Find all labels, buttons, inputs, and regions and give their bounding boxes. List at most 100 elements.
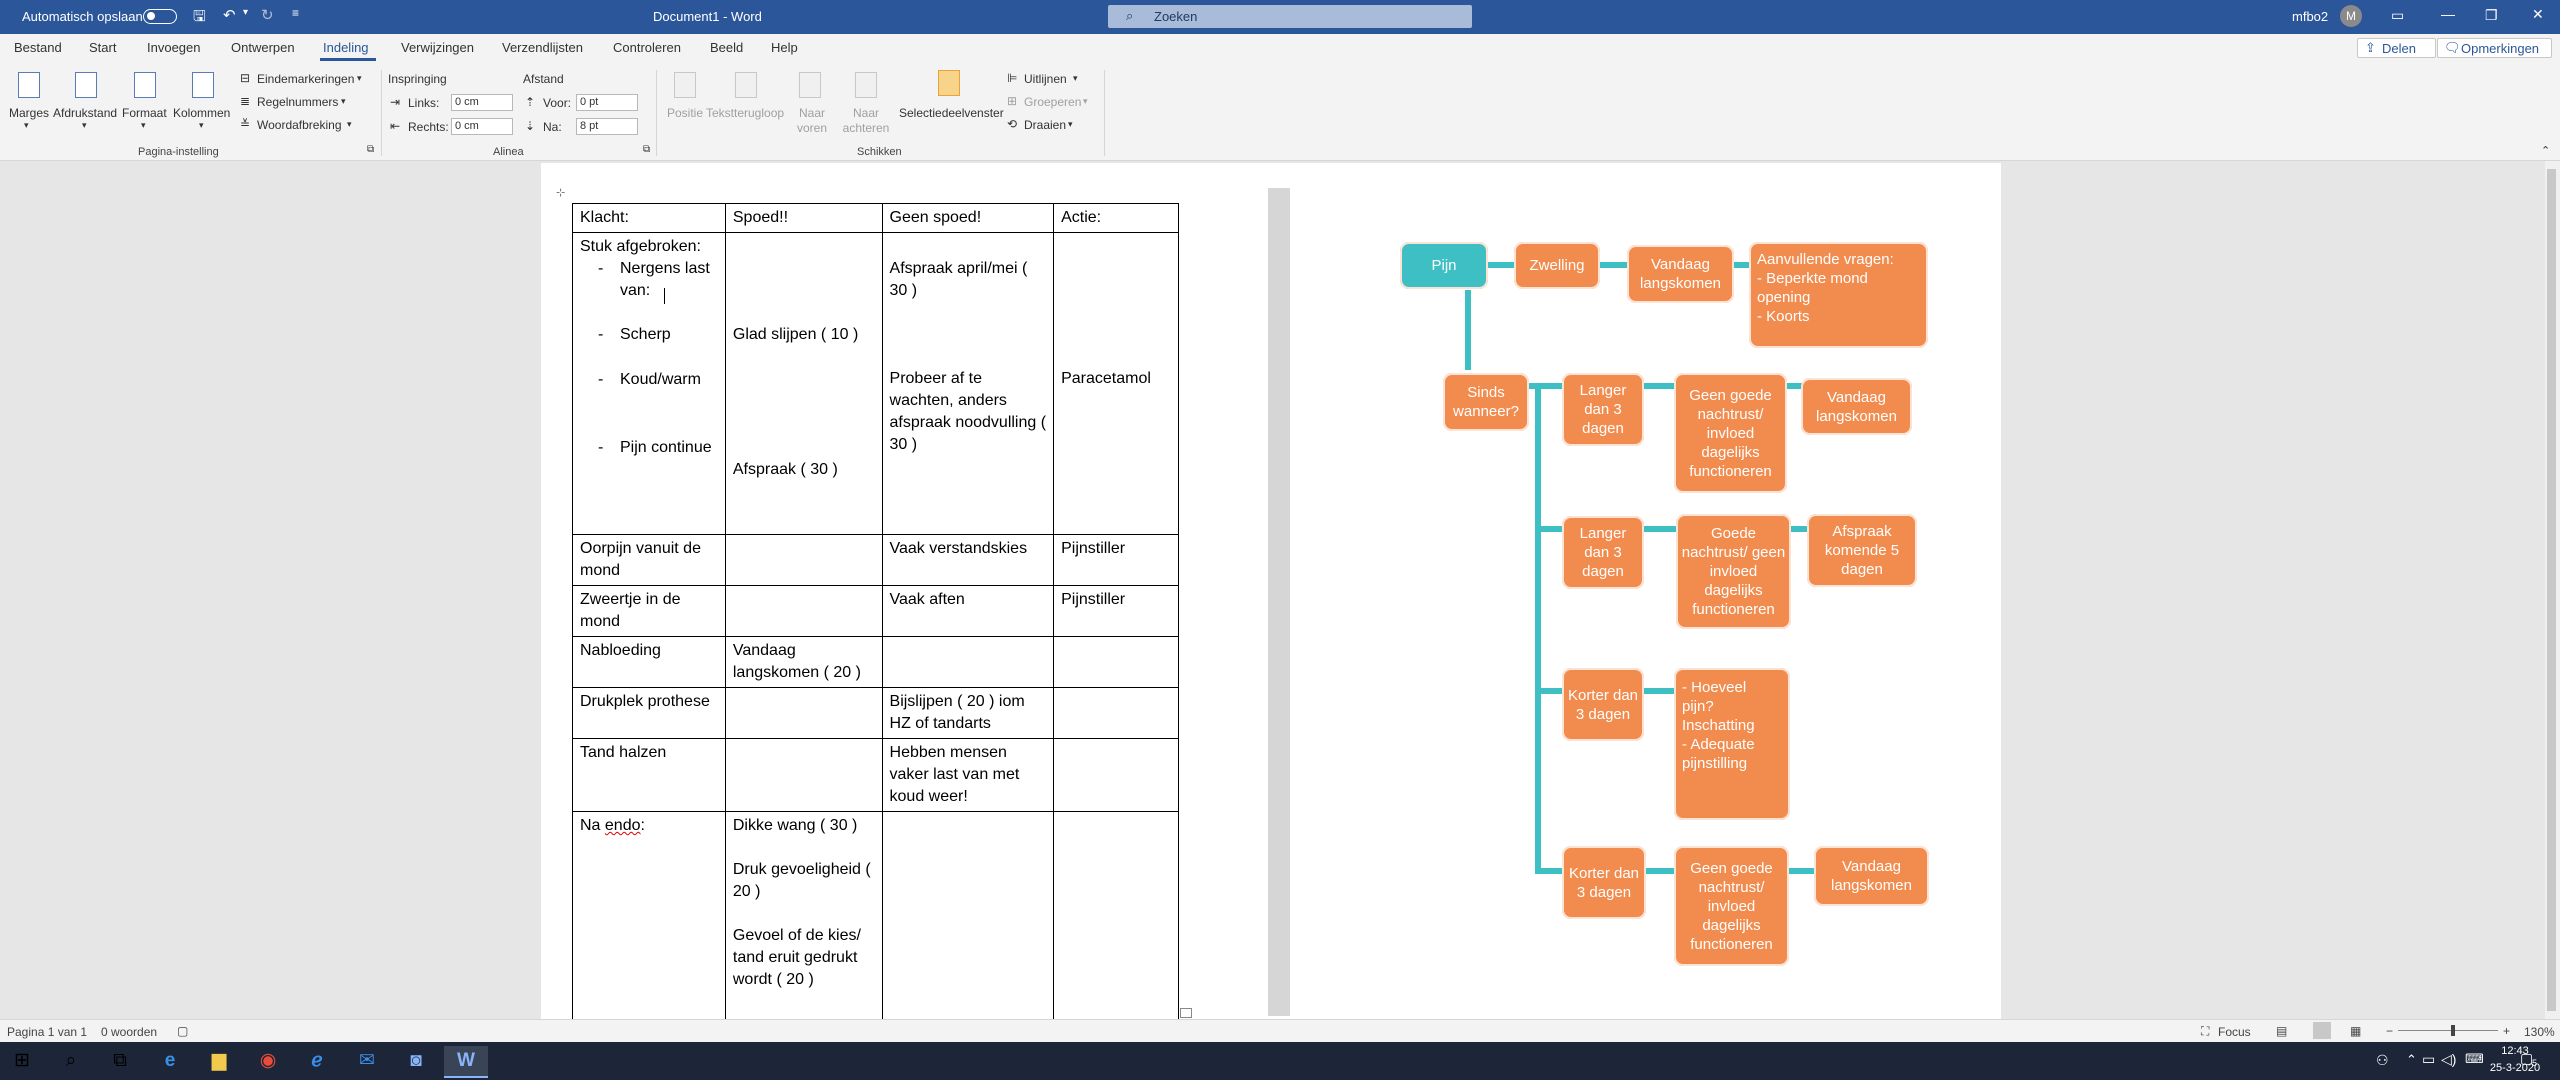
node-vandaag-langskomen[interactable]: Vandaag langskomen	[1801, 378, 1912, 435]
indent-left-input[interactable]: 0 cm	[451, 94, 513, 111]
spacing-before-input[interactable]: 0 pt	[576, 94, 638, 111]
tab-ontwerpen[interactable]: Ontwerpen	[231, 40, 295, 55]
close-icon[interactable]: ✕	[2532, 6, 2544, 22]
cell-geen-spoed[interactable]: Bijslijpen ( 20 ) iom HZ of tandarts	[881, 687, 1055, 739]
table-move-handle-icon[interactable]: ⊹	[556, 187, 566, 199]
search-box[interactable]: ⌕ Zoeken	[1108, 5, 1472, 28]
node-hoeveel-pijn[interactable]: - Hoeveel pijn? Inschatting - Adequate p…	[1674, 668, 1790, 820]
edge-icon[interactable]: e	[164, 1050, 176, 1071]
zoom-out-icon[interactable]: −	[2386, 1024, 2394, 1038]
minimize-icon[interactable]: —	[2441, 6, 2455, 22]
vertical-scrollbar[interactable]	[2545, 161, 2560, 1019]
header-geen-spoed[interactable]: Geen spoed!	[881, 203, 1055, 233]
size-icon[interactable]	[134, 72, 156, 98]
tab-invoegen[interactable]: Invoegen	[147, 40, 201, 55]
clock-time[interactable]: 12:43	[2501, 1045, 2529, 1057]
spacing-after-input[interactable]: 8 pt	[576, 118, 638, 135]
cell-klacht[interactable]: Oorpijn vanuit de mond	[572, 534, 726, 586]
align-button[interactable]: Uitlijnen	[1024, 72, 1067, 86]
ribbon-display-icon[interactable]: ▭	[2391, 7, 2405, 23]
word-count[interactable]: 0 woorden	[101, 1025, 158, 1039]
cell-klacht[interactable]: Zweertje in de mond	[572, 585, 726, 637]
cell-actie[interactable]: Pijnstiller	[1053, 534, 1179, 586]
node-aanvullende-vragen[interactable]: Aanvullende vragen: - Beperkte mond open…	[1749, 242, 1928, 348]
tab-help[interactable]: Help	[771, 40, 798, 55]
web-layout-icon[interactable]: ▦	[2350, 1024, 2362, 1038]
tab-verwijzingen[interactable]: Verwijzingen	[401, 40, 474, 55]
tab-bestand[interactable]: Bestand	[14, 40, 62, 55]
node-vandaag-langskomen[interactable]: Vandaag langskomen	[1627, 245, 1734, 303]
tab-indeling[interactable]: Indeling	[323, 40, 369, 55]
cell-actie[interactable]	[1053, 811, 1179, 1040]
selection-pane-icon[interactable]	[938, 70, 960, 96]
tab-start[interactable]: Start	[89, 40, 117, 55]
undo-dropdown-icon[interactable]: ▾	[243, 7, 249, 18]
cell-spoed[interactable]	[724, 585, 883, 637]
rotate-button[interactable]: Draaien	[1024, 118, 1067, 132]
cell-spoed[interactable]: Vandaag langskomen ( 20 )	[724, 636, 883, 688]
restore-icon[interactable]: ❐	[2485, 7, 2498, 23]
table-resize-handle[interactable]	[1180, 1008, 1192, 1018]
cell-actie[interactable]	[1053, 738, 1179, 812]
file-explorer-icon[interactable]: ▆	[211, 1050, 227, 1071]
cell-geen-spoed[interactable]: Afspraak april/mei ( 30 ) Probeer af te …	[881, 232, 1055, 535]
node-geen-goede-nachtrust[interactable]: Geen goede nachtrust/ invloed dagelijks …	[1674, 373, 1787, 493]
node-afspraak-5-dagen[interactable]: Afspraak komende 5 dagen	[1807, 514, 1917, 587]
zoom-slider-thumb[interactable]	[2451, 1025, 2455, 1036]
margins-icon[interactable]	[18, 72, 40, 98]
line-numbers-button[interactable]: Regelnummers	[257, 95, 339, 109]
search-icon[interactable]: ⌕	[65, 1050, 77, 1071]
cell-actie[interactable]: Paracetamol	[1053, 232, 1179, 535]
network-icon[interactable]: ▭	[2422, 1051, 2436, 1067]
cell-actie[interactable]	[1053, 687, 1179, 739]
chrome-icon[interactable]: ◉	[259, 1050, 277, 1071]
node-vandaag-langskomen[interactable]: Vandaag langskomen	[1814, 846, 1929, 906]
undo-icon[interactable]: ↶	[223, 7, 236, 24]
orientation-label[interactable]: Afdrukstand	[53, 106, 118, 120]
cell-spoed[interactable]	[724, 534, 883, 586]
app-icon[interactable]: ◙	[410, 1050, 422, 1071]
header-spoed[interactable]: Spoed!!	[724, 203, 883, 233]
cell-na-endo[interactable]: Na endo:	[572, 811, 726, 1040]
orientation-icon[interactable]	[75, 72, 97, 98]
internet-explorer-icon[interactable]: ℯ	[311, 1050, 323, 1071]
cell-geen-spoed[interactable]	[881, 811, 1055, 1040]
focus-button[interactable]: Focus	[2218, 1025, 2251, 1039]
share-button[interactable]: ⇪ Delen	[2357, 38, 2436, 58]
word-taskbar-icon[interactable]: W	[444, 1046, 488, 1078]
page-count[interactable]: Pagina 1 van 1	[7, 1025, 88, 1039]
tab-controleren[interactable]: Controleren	[613, 40, 681, 55]
print-layout-icon[interactable]	[2313, 1022, 2331, 1039]
node-zwelling[interactable]: Zwelling	[1514, 242, 1600, 289]
columns-label[interactable]: Kolommen	[173, 106, 231, 120]
dialog-launcher-icon[interactable]: ⧉	[643, 144, 651, 155]
save-icon[interactable]: 🖫	[193, 8, 206, 25]
scroll-thumb[interactable]	[2547, 169, 2556, 1011]
cell-klacht[interactable]: Tand halzen	[572, 738, 726, 812]
cell-spoed[interactable]	[724, 738, 883, 812]
indent-right-input[interactable]: 0 cm	[451, 118, 513, 135]
cell-spoed[interactable]: Dikke wang ( 30 ) Druk gevoeligheid ( 20…	[724, 811, 883, 1040]
misspelled-word[interactable]: endo	[604, 817, 641, 834]
zoom-level[interactable]: 130%	[2524, 1025, 2555, 1039]
outlook-icon[interactable]: ✉	[359, 1050, 375, 1071]
cell-spoed[interactable]	[724, 687, 883, 739]
node-pijn[interactable]: Pijn	[1400, 242, 1488, 289]
zoom-in-icon[interactable]: +	[2503, 1024, 2511, 1038]
node-sinds-wanneer[interactable]: Sinds wanneer?	[1443, 373, 1529, 431]
volume-icon[interactable]: ◁)	[2441, 1051, 2457, 1067]
keyboard-icon[interactable]: ⌨	[2465, 1051, 2484, 1066]
read-mode-icon[interactable]: ▤	[2276, 1024, 2288, 1038]
zoom-slider[interactable]	[2398, 1030, 2498, 1031]
cell-klacht[interactable]: Nabloeding	[572, 636, 726, 688]
tab-verzendlijsten[interactable]: Verzendlijsten	[502, 40, 583, 55]
hyphenation-button[interactable]: Woordafbreking	[257, 118, 342, 132]
node-langer-dan-3-dagen[interactable]: Langer dan 3 dagen	[1562, 516, 1644, 589]
customize-toolbar-icon[interactable]: ≡	[292, 6, 300, 20]
cell-actie[interactable]: Pijnstiller	[1053, 585, 1179, 637]
node-goede-nachtrust[interactable]: Goede nachtrust/ geen invloed dagelijks …	[1676, 514, 1791, 629]
cell-klacht[interactable]: Drukplek prothese	[572, 687, 726, 739]
cell-geen-spoed[interactable]: Vaak verstandskies	[881, 534, 1055, 586]
dialog-launcher-icon[interactable]: ⧉	[367, 144, 375, 155]
task-view-icon[interactable]: ⧉	[113, 1050, 127, 1071]
